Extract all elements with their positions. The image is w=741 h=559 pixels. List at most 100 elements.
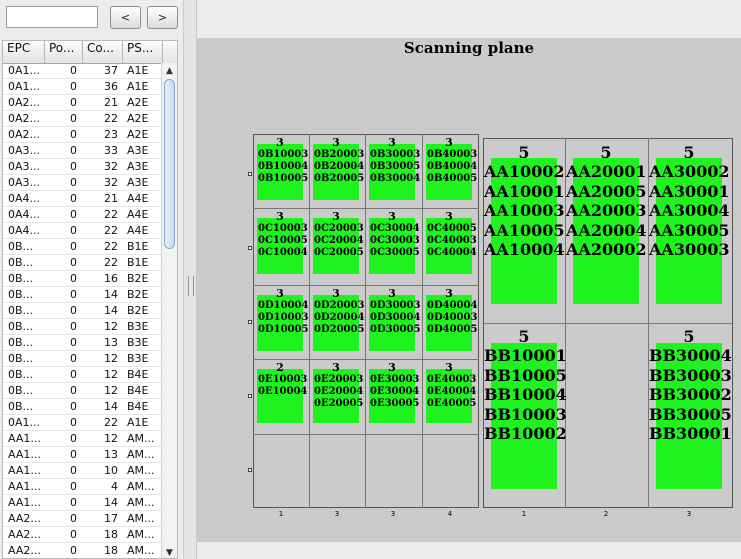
table-cell: AA1... xyxy=(8,464,41,477)
table-cell: AM... xyxy=(127,464,155,477)
cell-epc-list: 0B10003 0B10004 0B10005 xyxy=(258,149,309,184)
cell-count-label: 3 xyxy=(388,287,396,300)
cell-count-label: 5 xyxy=(683,327,695,346)
table-cell: 0B... xyxy=(8,272,34,285)
storage-cell xyxy=(257,144,303,200)
table-cell: AM... xyxy=(127,512,155,525)
table-cell: 0 xyxy=(70,544,77,557)
grid-line xyxy=(483,323,733,324)
table-header: EPC Po... Co... PS... xyxy=(3,41,177,64)
storage-cell xyxy=(257,295,303,351)
storage-cell xyxy=(426,369,472,423)
cell-epc-list: BB10001 BB10005 BB10004 BB10003 BB10002 xyxy=(484,346,567,443)
scroll-up-icon[interactable]: ▲ xyxy=(166,66,173,76)
x-axis-tick: 1 xyxy=(521,510,527,518)
table-cell: 0A1... xyxy=(8,80,41,93)
table-cell: AM... xyxy=(127,496,155,509)
table-cell: AA2... xyxy=(8,528,41,541)
table-cell: 0 xyxy=(70,160,77,173)
table-cell: 0 xyxy=(70,480,77,493)
cell-count-label: 3 xyxy=(445,136,453,149)
table-cell: 0 xyxy=(70,144,77,157)
table-cell: B4E xyxy=(127,368,149,381)
column-header-epc[interactable]: EPC xyxy=(3,41,45,63)
scroll-down-icon[interactable]: ▼ xyxy=(166,548,173,558)
split-pane-divider[interactable] xyxy=(183,0,197,559)
table-cell: 0A4... xyxy=(8,224,41,237)
next-button[interactable]: > xyxy=(147,6,178,29)
column-header-co[interactable]: Co... xyxy=(83,41,123,63)
cell-epc-list: 0C20003 0C20004 0C20005 xyxy=(314,223,364,258)
table-cell: B3E xyxy=(127,336,149,349)
table-cell: B2E xyxy=(127,288,149,301)
grid-line xyxy=(253,285,479,286)
left-grid-frame xyxy=(253,134,479,508)
cell-epc-list: 0C10003 0C10005 0C10004 xyxy=(258,223,308,258)
storage-cell xyxy=(426,144,472,200)
table-cell: 0 xyxy=(70,336,77,349)
table-cell: 0 xyxy=(70,208,77,221)
table-cell: 0 xyxy=(70,496,77,509)
table-cell: AA2... xyxy=(8,544,41,557)
column-header-ps[interactable]: PS... xyxy=(123,41,163,63)
cell-epc-list: 0E30003 0E30004 0E30005 xyxy=(370,374,420,409)
vertical-scrollbar[interactable]: ▲ ▼ xyxy=(161,63,177,558)
table-cell: A4E xyxy=(127,208,149,221)
cell-epc-list: 0E20003 0E20004 0E20005 xyxy=(314,374,364,409)
table-cell: A2E xyxy=(127,128,149,141)
cell-count-label: 3 xyxy=(445,210,453,223)
scrollbar-thumb[interactable] xyxy=(164,79,175,249)
table-cell: 0 xyxy=(70,352,77,365)
x-axis-tick: 4 xyxy=(447,510,453,518)
cell-count-label: 5 xyxy=(683,143,695,162)
table-cell: 22 xyxy=(104,224,118,237)
table-cell: 0 xyxy=(70,432,77,445)
storage-cell xyxy=(369,295,415,351)
column-header-po[interactable]: Po... xyxy=(45,41,83,63)
axis-marker xyxy=(248,246,252,250)
divider-grip-icon[interactable] xyxy=(188,276,194,296)
table-cell: 33 xyxy=(104,144,118,157)
storage-cell xyxy=(656,343,722,489)
table-cell: 0 xyxy=(70,512,77,525)
search-input[interactable] xyxy=(6,6,98,28)
previous-button[interactable]: < xyxy=(110,6,141,29)
storage-cell xyxy=(491,158,557,304)
table-cell: B1E xyxy=(127,256,149,269)
cell-count-label: 3 xyxy=(332,361,340,374)
cell-epc-list: 0B40003 0B40004 0B40005 xyxy=(427,149,478,184)
